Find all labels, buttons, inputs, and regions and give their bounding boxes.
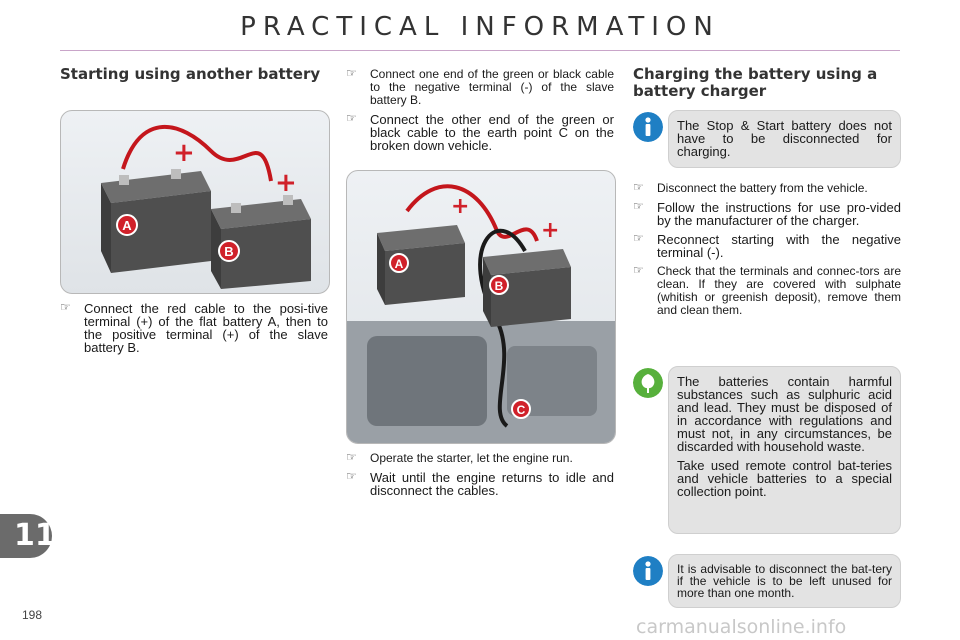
pointing-hand-icon: ☞ [346, 66, 357, 80]
battery-b [483, 249, 571, 327]
info-box-long-term: It is advisable to disconnect the bat-te… [668, 554, 901, 608]
label-a: A [122, 218, 132, 233]
bullet-check-terminals: ☞Check that the terminals and connec-tor… [633, 263, 901, 317]
info-box-stop-start: The Stop & Start battery does not have t… [668, 110, 901, 168]
label-a-badge [389, 253, 409, 273]
bullet-operate-starter: ☞Operate the starter, let the engine run… [346, 450, 573, 465]
figure-two-batteries: + + A B [60, 110, 330, 294]
chapter-number: 11 [14, 518, 56, 553]
plus-sign-a: + [173, 138, 195, 168]
bullet-reconnect: ☞Reconnect starting with the negative te… [633, 231, 901, 260]
pointing-hand-icon: ☞ [60, 300, 71, 314]
eco-box-disposal: The batteries contain harmful substances… [668, 366, 901, 534]
pointing-hand-icon: ☞ [346, 111, 357, 125]
page-title: PRACTICAL INFORMATION [240, 12, 720, 42]
label-b: B [495, 279, 504, 293]
label-a: A [395, 257, 404, 271]
title-rule [60, 50, 900, 51]
pointing-hand-icon: ☞ [633, 231, 644, 245]
bullet-wait-idle: ☞Wait until the engine returns to idle a… [346, 469, 614, 498]
bullet-connect-red: ☞Connect the red cable to the posi-tive … [60, 300, 328, 355]
pointing-hand-icon: ☞ [633, 263, 644, 277]
red-cable [121, 124, 273, 182]
label-a-badge [116, 214, 138, 236]
right-heading-block: Charging the battery using a battery cha… [633, 66, 901, 100]
pointing-hand-icon: ☞ [346, 450, 357, 464]
label-c: C [517, 403, 526, 417]
info-icon [633, 556, 663, 586]
leaf-icon [633, 368, 663, 398]
two-batteries-illustration: + + A B [101, 124, 311, 289]
label-b-badge [218, 240, 240, 262]
heading-charging: Charging the battery using a battery cha… [633, 65, 878, 100]
plus-sign-a: + [451, 194, 469, 219]
info-icon [633, 112, 663, 142]
eco-paragraph-1: The batteries contain harmful substances… [677, 374, 892, 454]
bullet-disconnect: ☞Disconnect the battery from the vehicle… [633, 180, 868, 195]
pointing-hand-icon: ☞ [346, 469, 357, 483]
label-b: B [224, 244, 233, 259]
right-bullets: ☞Disconnect the battery from the vehicle… [633, 180, 901, 323]
battery-a [101, 169, 211, 273]
bullet-earth-point: ☞Connect the other end of the green or b… [346, 111, 614, 153]
label-b-badge [489, 275, 509, 295]
pointing-hand-icon: ☞ [633, 180, 644, 194]
bullet-follow-instructions: ☞Follow the instructions for use pro-vid… [633, 199, 901, 228]
left-column: Starting using another battery [60, 66, 328, 83]
watermark: carmanualsonline.info [636, 616, 847, 638]
battery-b [211, 195, 311, 289]
left-bullets: ☞Connect the red cable to the posi-tive … [60, 300, 328, 360]
pointing-hand-icon: ☞ [633, 199, 644, 213]
middle-bullets-top: ☞Connect one end of the green or black c… [346, 66, 614, 158]
eco-paragraph-2: Take used remote control bat-teries and … [677, 458, 892, 499]
plus-sign-b: + [541, 218, 559, 243]
heading-starting: Starting using another battery [60, 65, 321, 83]
chapter-tab [0, 514, 52, 558]
bullet-connect-green: ☞Connect one end of the green or black c… [346, 66, 614, 107]
middle-bullets-bottom: ☞Operate the starter, let the engine run… [346, 450, 614, 503]
page-number: 198 [22, 608, 43, 622]
engine-bay-illustration: + + A B C [347, 184, 615, 443]
label-c-badge [511, 399, 531, 419]
red-cable [405, 184, 539, 242]
figure-engine-bay: + + A B C [346, 170, 616, 444]
plus-sign-b: + [275, 168, 297, 198]
